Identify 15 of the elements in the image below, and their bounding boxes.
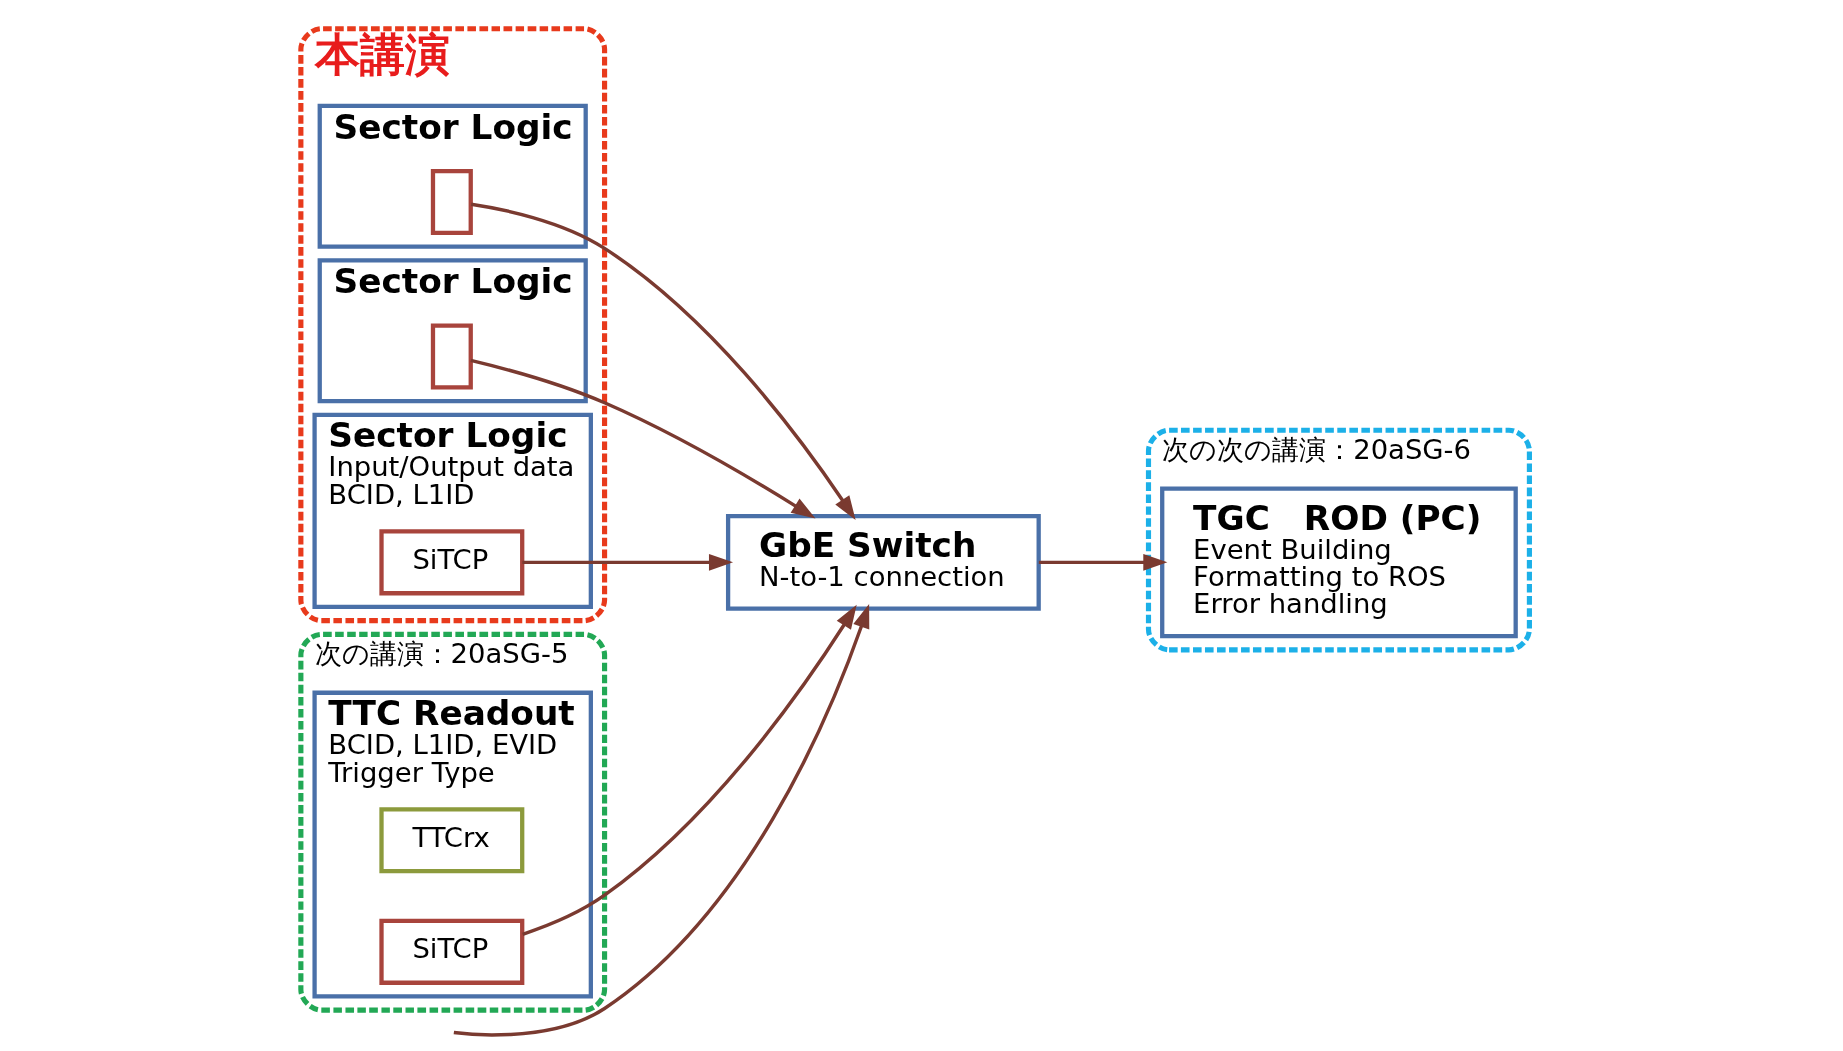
arrow bbox=[521, 553, 733, 571]
arrow bbox=[470, 202, 856, 520]
arrow bbox=[521, 604, 857, 936]
arrow bbox=[453, 603, 869, 1037]
node-box: SiTCP bbox=[378, 529, 524, 596]
node-box bbox=[430, 169, 473, 236]
node-box: TTCrx bbox=[378, 807, 524, 874]
node-box bbox=[430, 323, 473, 390]
arrow bbox=[469, 358, 815, 519]
node-box: SiTCP bbox=[378, 918, 524, 985]
arrow bbox=[1038, 553, 1167, 571]
cluster: Sector Logic bbox=[317, 258, 588, 404]
node-box: TGC ROD (PC) Event Building Formatting to ROS Error handling bbox=[1159, 486, 1518, 639]
node-box: GbE Switch N-to-1 connection bbox=[725, 513, 1041, 611]
cluster: Sector Logic bbox=[317, 103, 588, 249]
